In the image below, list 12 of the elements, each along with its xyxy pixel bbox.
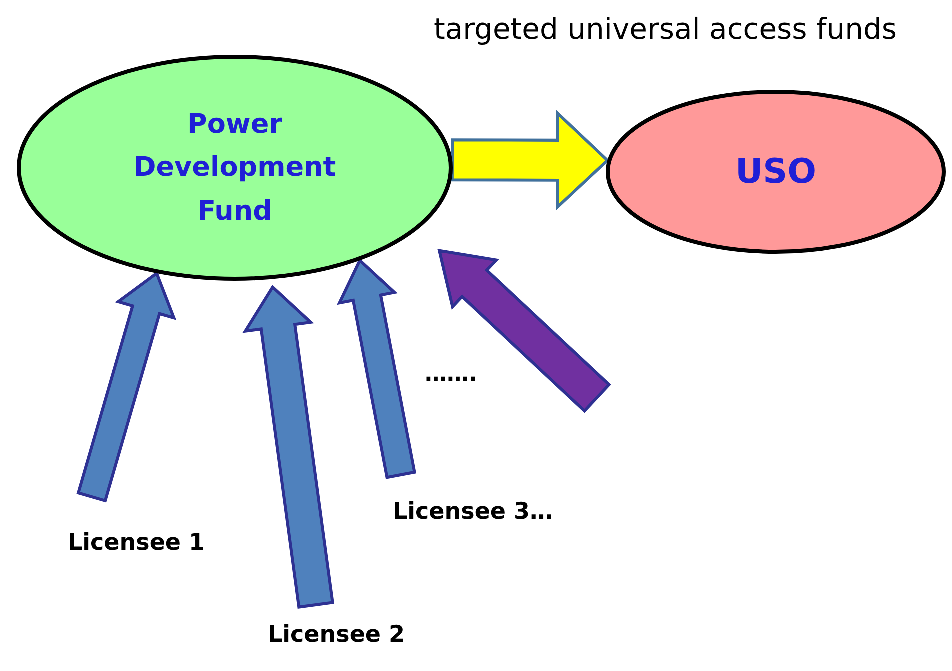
node-label: Power Development Fund [132, 108, 338, 229]
node-label: USO [734, 150, 818, 194]
block-arrow [438, 248, 612, 414]
annotation-text: targeted universal access funds [434, 12, 897, 46]
block-arrow [337, 258, 416, 480]
licensee-label: Licensee 3… [393, 499, 554, 525]
ellipsis-text: ……. [425, 362, 478, 387]
block-arrow [450, 110, 610, 211]
licensee-label: Licensee 1 [68, 530, 206, 556]
block-arrow [242, 284, 335, 609]
block-arrow [76, 271, 177, 503]
licensee-label: Licensee 2 [268, 622, 406, 648]
